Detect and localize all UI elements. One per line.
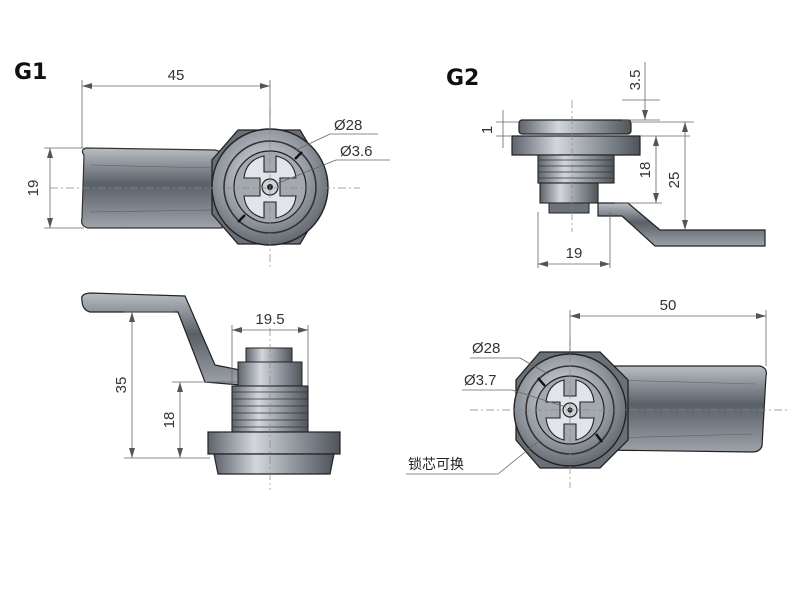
dim-side-width: 19.5 (255, 311, 284, 328)
dim-side-body: 18 (161, 412, 178, 429)
dim-g1-keyhole: Ø3.6 (340, 143, 373, 160)
side-view-drawing: 19.5 35 18 (81, 292, 341, 490)
front-view-drawing: 50 Ø28 Ø3.7 锁芯可换 (406, 297, 790, 488)
dim-g2-width: 19 (566, 245, 583, 262)
dim-g2-flange: 1 (479, 126, 496, 134)
dim-g1-width: 45 (168, 67, 185, 84)
dim-g1-diameter: Ø28 (334, 117, 362, 134)
view-label-g1: G1 (14, 60, 48, 85)
dim-g2-top-gap: 3.5 (627, 70, 644, 91)
note-replaceable-core: 锁芯可换 (408, 456, 464, 473)
dim-front-keyhole: Ø3.7 (464, 372, 497, 389)
dim-front-diameter: Ø28 (472, 340, 500, 357)
dim-g1-height: 19 (25, 180, 42, 197)
view-label-g2: G2 (446, 66, 480, 91)
dim-front-length: 50 (660, 297, 677, 314)
g1-drawing: 45 19 Ø28 Ø3.6 (25, 67, 390, 268)
dim-g2-total: 25 (666, 172, 683, 189)
dim-side-total: 35 (113, 377, 130, 394)
dim-g2-body: 18 (637, 162, 654, 179)
g2-drawing: 3.5 1 18 25 19 (479, 62, 766, 268)
